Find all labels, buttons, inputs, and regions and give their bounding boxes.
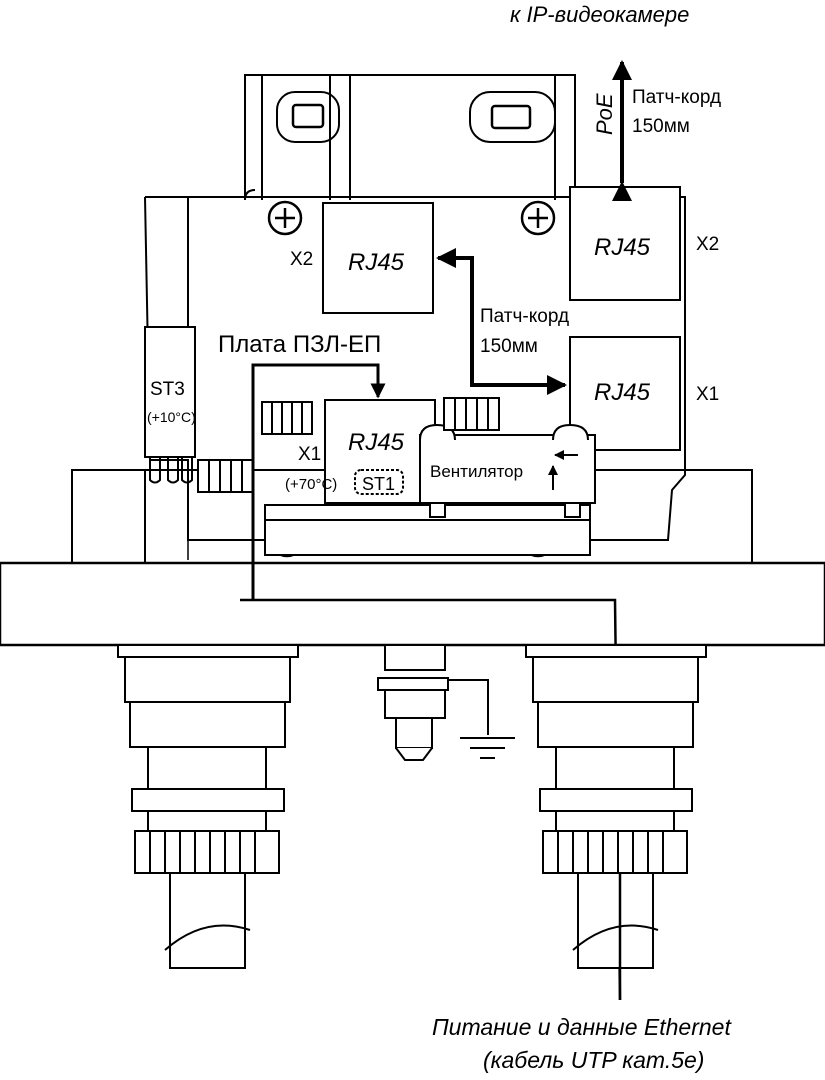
cable-gland-left	[117, 644, 299, 969]
top-caption: к IP-видеокамере	[510, 2, 689, 27]
screw-icon	[520, 200, 556, 236]
board-title: Плата ПЗЛ-ЕП	[218, 331, 381, 358]
bottom-caption-2: (кабель UTP кат.5е)	[483, 1047, 704, 1073]
rj45-board-label: RJ45	[348, 429, 405, 456]
mount-bracket	[244, 74, 576, 201]
st1-label: ST1	[362, 474, 395, 494]
rj45-right-bottom-label: RJ45	[594, 379, 651, 406]
bottom-caption-1: Питание и данные Ethernet	[432, 1014, 732, 1040]
screw-icon	[267, 200, 303, 236]
x1-right-label: X1	[696, 384, 719, 405]
rj45-center-label: RJ45	[348, 249, 405, 276]
temp-70-label: (+70°C)	[285, 476, 337, 493]
st3-thermostat	[144, 326, 196, 484]
patch-cord-mid-2: 150мм	[480, 336, 538, 357]
patch-cord-top-2: 150мм	[632, 116, 690, 137]
fan-label: Вентилятор	[430, 462, 523, 481]
x1-board-label: X1	[298, 444, 321, 465]
flange-plate	[0, 561, 825, 647]
st3-label: ST3	[150, 379, 185, 400]
rj45-right-bottom-box	[569, 336, 681, 451]
rj45-right-top-label: RJ45	[594, 234, 651, 261]
cable-gland-right	[525, 644, 707, 1000]
bracket-slot-right	[469, 91, 556, 143]
rj45-center-box	[322, 202, 434, 314]
st3-temp-label: (+10°C)	[147, 409, 196, 425]
x2-left-label: X2	[290, 249, 313, 270]
ground-bolt	[377, 644, 515, 761]
poe-label: PoE	[592, 93, 617, 135]
x2-right-label: X2	[696, 234, 719, 255]
patch-cord-mid-1: Патч-корд	[480, 306, 569, 327]
bracket-slot-left	[276, 91, 340, 143]
patch-cord-top-1: Патч-корд	[632, 87, 721, 108]
board	[197, 397, 596, 556]
